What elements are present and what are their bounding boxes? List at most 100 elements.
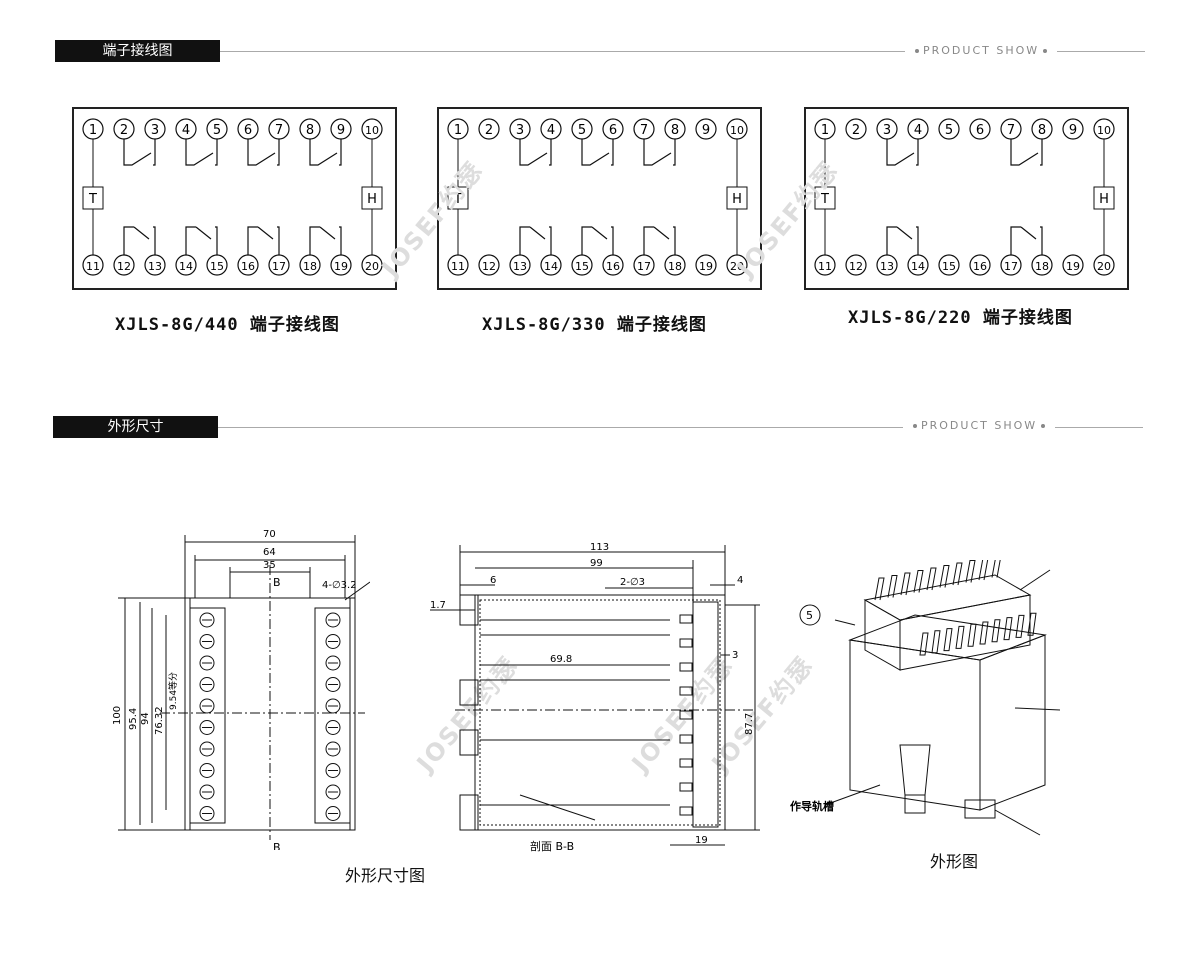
terminal-number: 5 — [945, 123, 953, 138]
terminal-number: 4 — [914, 123, 922, 138]
dim-95: 95.4 — [128, 708, 139, 730]
section-drawing: 113 99 6 2-∅3 4 1.7 69.8 3 87.7 19 剖面 B-… — [430, 542, 760, 853]
terminal-number: 5 — [578, 123, 586, 138]
terminal-screw — [199, 634, 215, 649]
terminal-number: 15 — [575, 260, 589, 273]
terminal-blade — [952, 562, 963, 586]
contact-symbol — [581, 139, 614, 166]
terminal-number: 2 — [485, 123, 493, 138]
terminal-number: 4 — [182, 123, 190, 138]
contact-symbol — [185, 139, 218, 166]
contact-symbol — [643, 226, 676, 255]
terminal-screw — [199, 784, 215, 800]
terminal-number: 1 — [89, 123, 97, 138]
terminal-screw — [199, 806, 215, 821]
terminal-pin — [679, 614, 693, 624]
terminal-number: 17 — [1004, 260, 1018, 273]
contact-symbol — [886, 139, 919, 166]
dim-6: 6 — [490, 575, 496, 586]
coil-label: T — [453, 192, 462, 207]
dim-64: 64 — [263, 547, 276, 558]
coil-label: T — [820, 192, 829, 207]
section-tag: PRODUCT SHOW — [905, 44, 1058, 57]
dim-pitch: 9.54等分 — [167, 672, 179, 710]
terminal-number: 7 — [1007, 123, 1015, 138]
terminal-blade — [913, 570, 924, 593]
dim-holes: 4-∅3.2 — [322, 580, 357, 591]
caption-appearance: 外形图 — [930, 852, 979, 871]
contact-symbol — [1010, 226, 1043, 255]
contact-symbol — [123, 139, 156, 166]
terminal-pin — [679, 734, 693, 744]
wiring-caption-440: XJLS-8G/440 端子接线图 — [115, 315, 340, 335]
terminal-number: 4 — [547, 123, 555, 138]
contact-symbol — [519, 226, 552, 255]
terminal-circle — [938, 118, 960, 140]
terminal-circle — [478, 254, 500, 276]
terminal-pin — [679, 638, 693, 648]
contact-symbol — [309, 226, 342, 255]
coil-box-h — [1093, 186, 1115, 210]
terminal-circle — [1062, 118, 1084, 140]
dim-35: 35 — [263, 560, 276, 571]
dim-99: 99 — [590, 558, 603, 569]
terminal-number: 17 — [272, 260, 286, 273]
dim-4: 4 — [737, 575, 743, 586]
terminal-circle — [845, 118, 867, 140]
terminal-circle — [969, 118, 991, 140]
terminal-screw — [325, 784, 341, 800]
terminal-number: 16 — [241, 260, 255, 273]
terminal-blade — [1015, 614, 1025, 638]
terminal-number: 7 — [275, 123, 283, 138]
caption-outline: 外形尺寸图 — [345, 866, 426, 885]
terminal-number: 8 — [306, 123, 314, 138]
terminal-pin — [679, 782, 693, 792]
terminal-number: 17 — [637, 260, 651, 273]
coil-box-t — [447, 186, 469, 210]
section-title-dimensions: 外形尺寸 — [53, 416, 218, 438]
terminal-number: 3 — [151, 123, 159, 138]
terminal-blade — [955, 625, 965, 649]
terminal-number: 11 — [86, 260, 100, 273]
wiring-caption-330: XJLS-8G/330 端子接线图 — [482, 315, 707, 335]
contact-symbol — [123, 226, 156, 255]
contact-symbol — [247, 139, 280, 166]
terminal-number: 2 — [120, 123, 128, 138]
terminal-blade — [965, 560, 976, 583]
section-divider — [218, 427, 1143, 428]
terminal-number: 12 — [117, 260, 131, 273]
terminal-blade — [1027, 612, 1037, 636]
terminal-blade — [926, 567, 937, 591]
rail-label: 作导轨槽 — [790, 799, 834, 813]
section-caption: 剖面 B-B — [530, 839, 574, 853]
terminal-number: 18 — [668, 260, 682, 273]
dim-69-8: 69.8 — [550, 654, 572, 665]
coil-box-h — [726, 186, 748, 210]
contact-symbol — [1010, 139, 1043, 166]
contact-symbol — [309, 139, 342, 166]
section-mark-b: B — [273, 841, 281, 850]
terminal-pin — [679, 662, 693, 672]
section-tag: PRODUCT SHOW — [903, 419, 1056, 432]
terminal-screw — [325, 612, 341, 628]
terminal-number: 6 — [976, 123, 984, 138]
terminal-screw — [325, 677, 341, 692]
terminal-blade — [991, 560, 1001, 578]
terminal-screw — [199, 720, 215, 735]
terminal-number: 1 — [454, 123, 462, 138]
coil-label: H — [1099, 192, 1109, 207]
terminal-number: 9 — [1069, 123, 1077, 138]
terminal-pin — [679, 806, 693, 816]
terminal-number: 10 — [365, 124, 379, 137]
front-dimension-drawing: 70 64 35 B B 4-∅3.2 100 95.4 94 76.32 9.… — [112, 529, 370, 850]
terminal-number: 15 — [942, 260, 956, 273]
terminal-screw — [325, 741, 341, 757]
terminal-blade — [900, 572, 911, 596]
terminal-screw — [325, 763, 341, 778]
terminal-screw — [325, 655, 341, 671]
terminal-number: 5 — [213, 123, 221, 138]
wiring-caption-220: XJLS-8G/220 端子接线图 — [848, 308, 1073, 328]
